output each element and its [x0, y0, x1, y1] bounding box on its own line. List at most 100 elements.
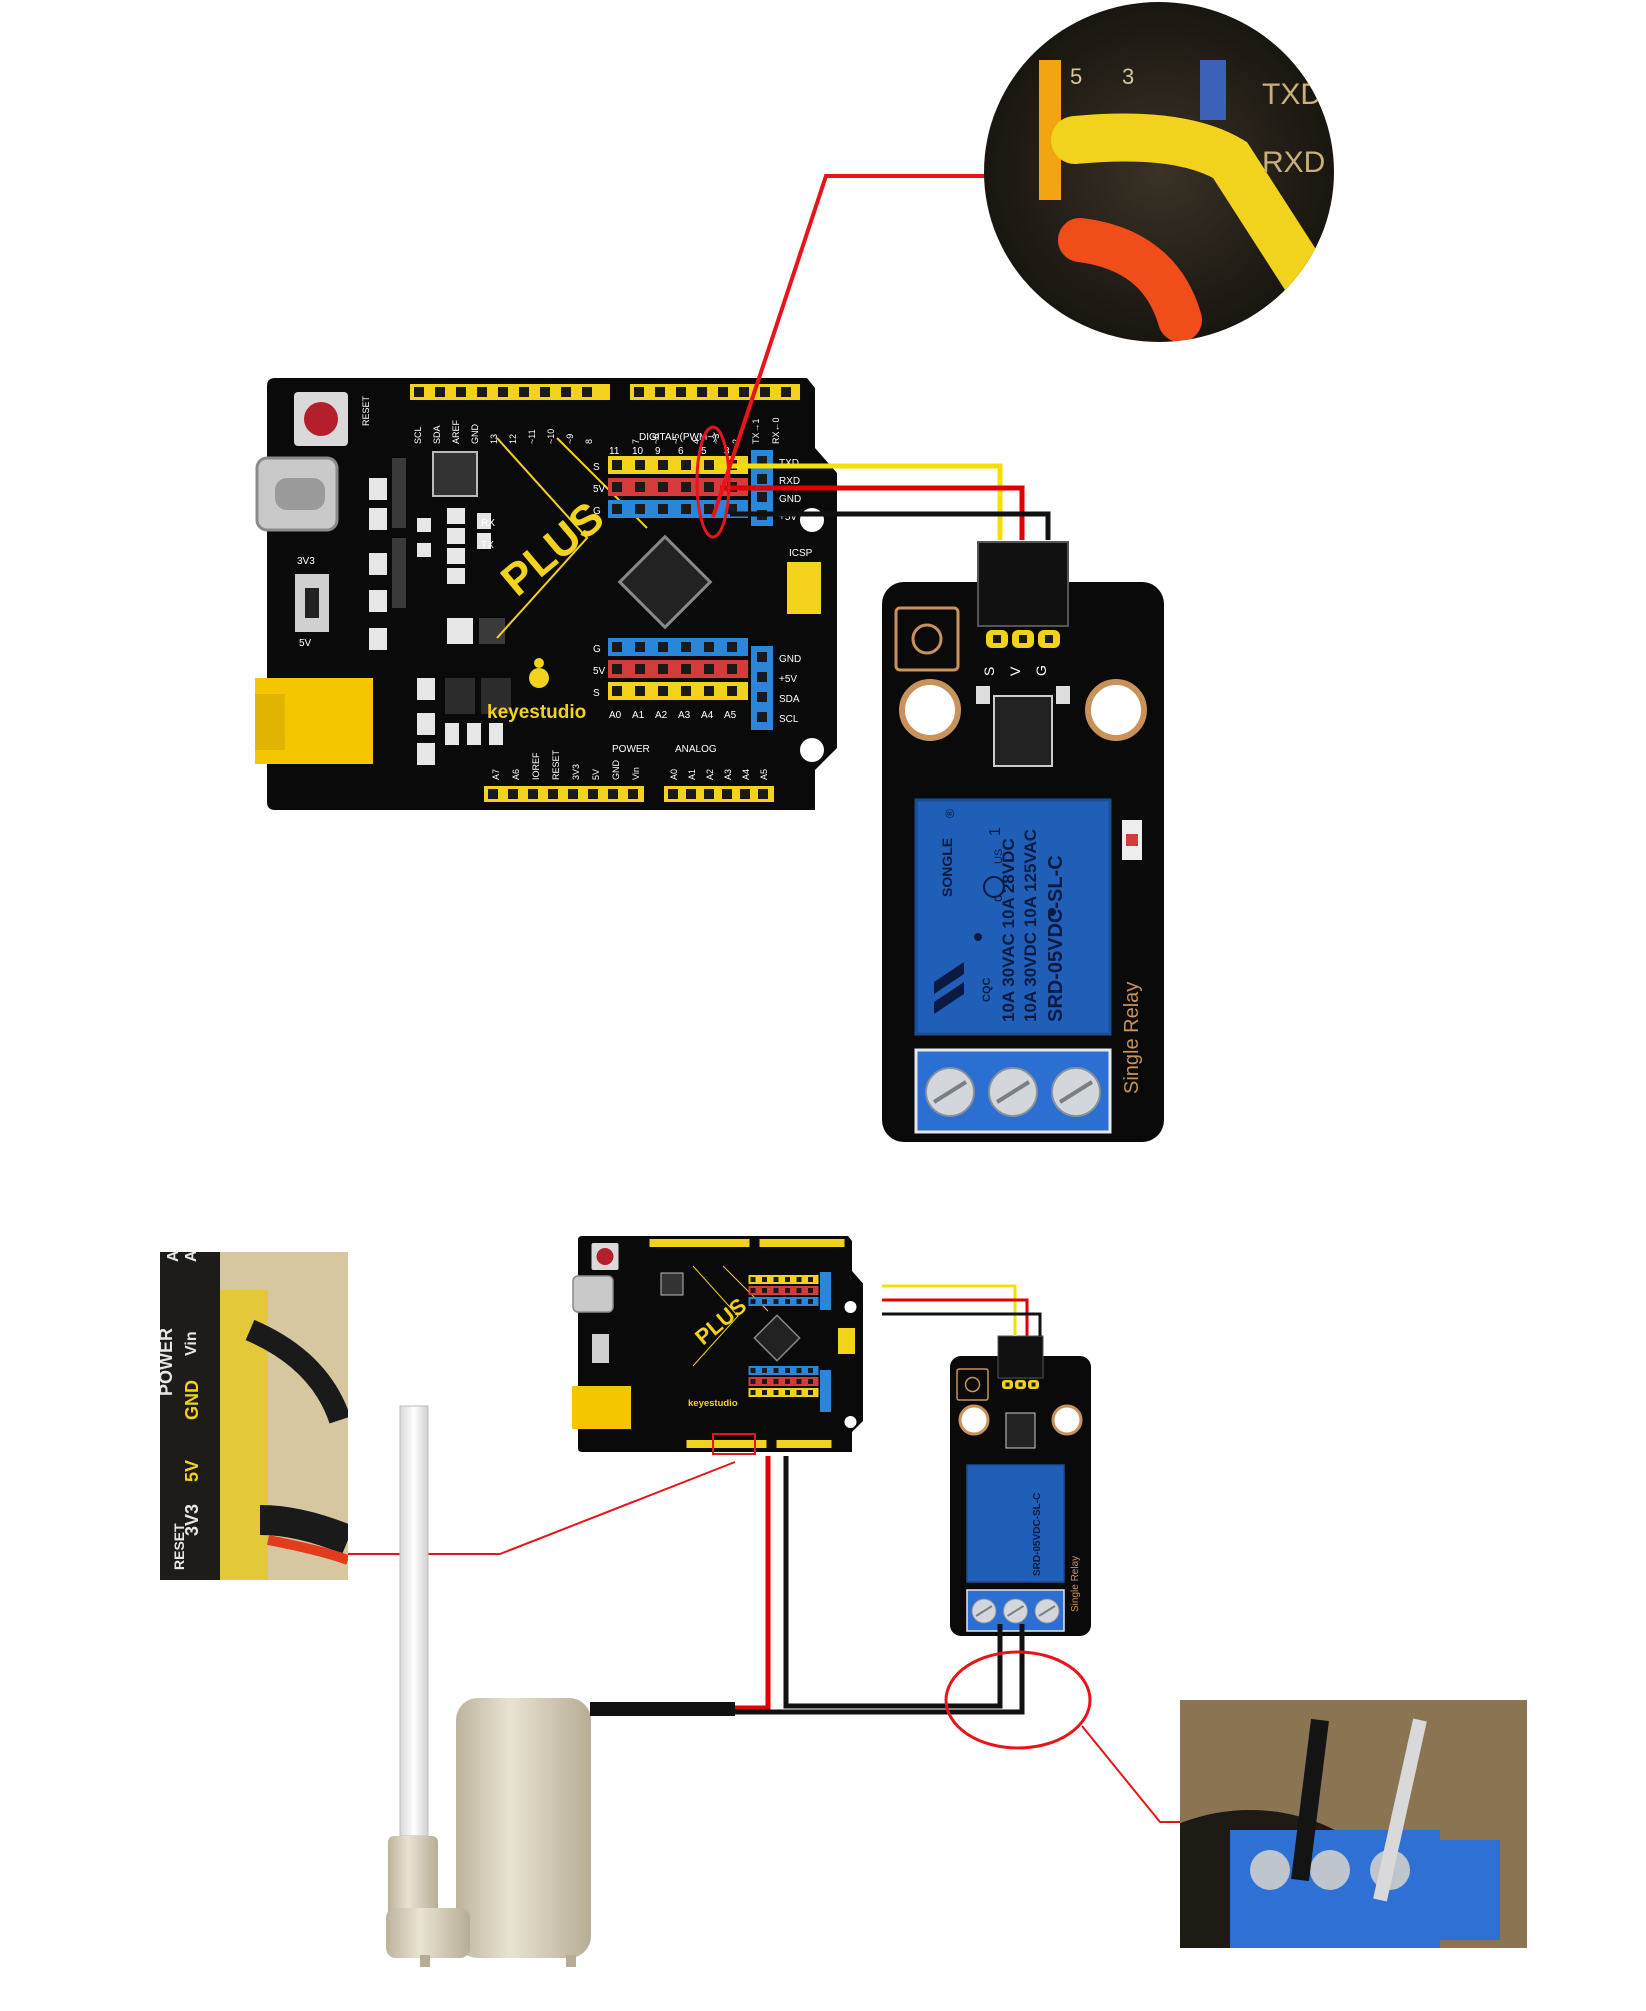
digital-number: 6 [678, 446, 684, 457]
header-pin [758, 789, 768, 799]
header-pin [508, 789, 518, 799]
analog-pin-number: A3 [678, 710, 691, 721]
relay-connector [977, 541, 1069, 627]
header-pin [561, 387, 571, 397]
header-pin [456, 387, 466, 397]
analog-pin-number: A0 [609, 710, 622, 721]
zoom-power-label: GND [182, 1380, 202, 1420]
header-pin [727, 504, 737, 514]
header-pin [750, 1299, 756, 1304]
relay-ul-us: US [993, 849, 1005, 864]
header-pin [540, 387, 550, 397]
relay-index: 1 [987, 827, 1004, 836]
analog-header-grid [608, 638, 748, 700]
relay-mount-hole [899, 679, 961, 741]
annotation-leader-top [711, 174, 990, 518]
zoom-power-label: 3V3 [182, 1504, 202, 1536]
header-pin [658, 642, 668, 652]
header-pin [686, 789, 696, 799]
header-pin [727, 686, 737, 696]
uart-label: RXD [779, 476, 800, 487]
relay-ul-icon [983, 876, 1005, 898]
row-label: G [593, 506, 601, 517]
water-pump [386, 1405, 735, 1967]
relay-module-label-small: Single Relay [1070, 1556, 1081, 1612]
header-pin [568, 789, 578, 799]
header-pin [773, 1277, 779, 1282]
wire-pump-red [735, 1456, 771, 1711]
header-pin [704, 789, 714, 799]
keyestudio-logo-icon [529, 658, 549, 688]
analog-row-label: S [593, 688, 600, 699]
top-header-label: ~9 [565, 434, 575, 444]
zoom-photo-terminal-block [1180, 1700, 1527, 1948]
dc-jack-face [255, 694, 285, 750]
header-pin [750, 1390, 756, 1395]
header-pin [528, 789, 538, 799]
header-pin [681, 504, 691, 514]
header-pin [796, 1277, 802, 1282]
i2c-pins [757, 652, 767, 722]
pump-foot [566, 1955, 576, 1967]
reset-label: RESET [361, 395, 371, 426]
relay-led-core [1126, 834, 1138, 846]
header-pin [750, 1379, 756, 1384]
usb-c-port-small[interactable] [572, 1275, 614, 1313]
header-pin [796, 1299, 802, 1304]
header-pin [681, 686, 691, 696]
header-pin [808, 1368, 813, 1373]
header-pin [681, 482, 691, 492]
icsp-label: ICSP [789, 548, 813, 559]
analog-row-label: G [593, 644, 601, 655]
header-pin [704, 504, 714, 514]
bottom-header-pins [488, 789, 768, 799]
header-pin [773, 1299, 779, 1304]
reset-button-cap[interactable] [304, 402, 338, 436]
top-header-pins [414, 387, 791, 397]
header-pin [635, 642, 645, 652]
dc-power-jack-small[interactable] [572, 1386, 631, 1429]
header-pin [750, 1288, 756, 1293]
header-pin [608, 789, 618, 799]
header-pin [785, 1277, 790, 1282]
relay-terminal-screws [925, 1067, 1101, 1117]
usb-c-slot [275, 478, 325, 510]
wire-ground-black-small [882, 1312, 1042, 1336]
header-pin [658, 686, 668, 696]
wire-signal-yellow-small [882, 1284, 1017, 1336]
header-pin [635, 504, 645, 514]
header-pin [762, 1379, 767, 1384]
pump-base [386, 1908, 470, 1958]
digital-number: 10 [632, 446, 644, 457]
reset-button-small[interactable] [596, 1248, 614, 1265]
smd-components [369, 458, 511, 765]
power-pin-label: IOREF [531, 752, 541, 780]
header-pin [796, 1379, 802, 1384]
header-pin [762, 1368, 767, 1373]
relay-brand-logo-icon [934, 962, 964, 1014]
pump-motor-body [456, 1698, 591, 1958]
header-pin [612, 642, 622, 652]
row-label: 5V [593, 484, 606, 495]
analog-label: ANALOG [675, 744, 717, 755]
zoom-uart-label: RXD [1262, 146, 1325, 179]
label-5v: 5V [299, 638, 312, 649]
header-pin [704, 460, 714, 470]
header-pin [785, 1368, 790, 1373]
digital-label: DIGITAL (PWM~) [639, 432, 717, 443]
relay-rating-2: 10A 30VDC 10A 125VAC [1021, 829, 1040, 1022]
header-pin [781, 387, 791, 397]
i2c-label: +5V [779, 674, 797, 685]
signal-wires-bottom [882, 1284, 1042, 1336]
header-pin [796, 1390, 802, 1395]
icsp-header [787, 562, 821, 614]
power-pin-label: A7 [491, 769, 501, 780]
uart-label: +5V [779, 512, 797, 523]
